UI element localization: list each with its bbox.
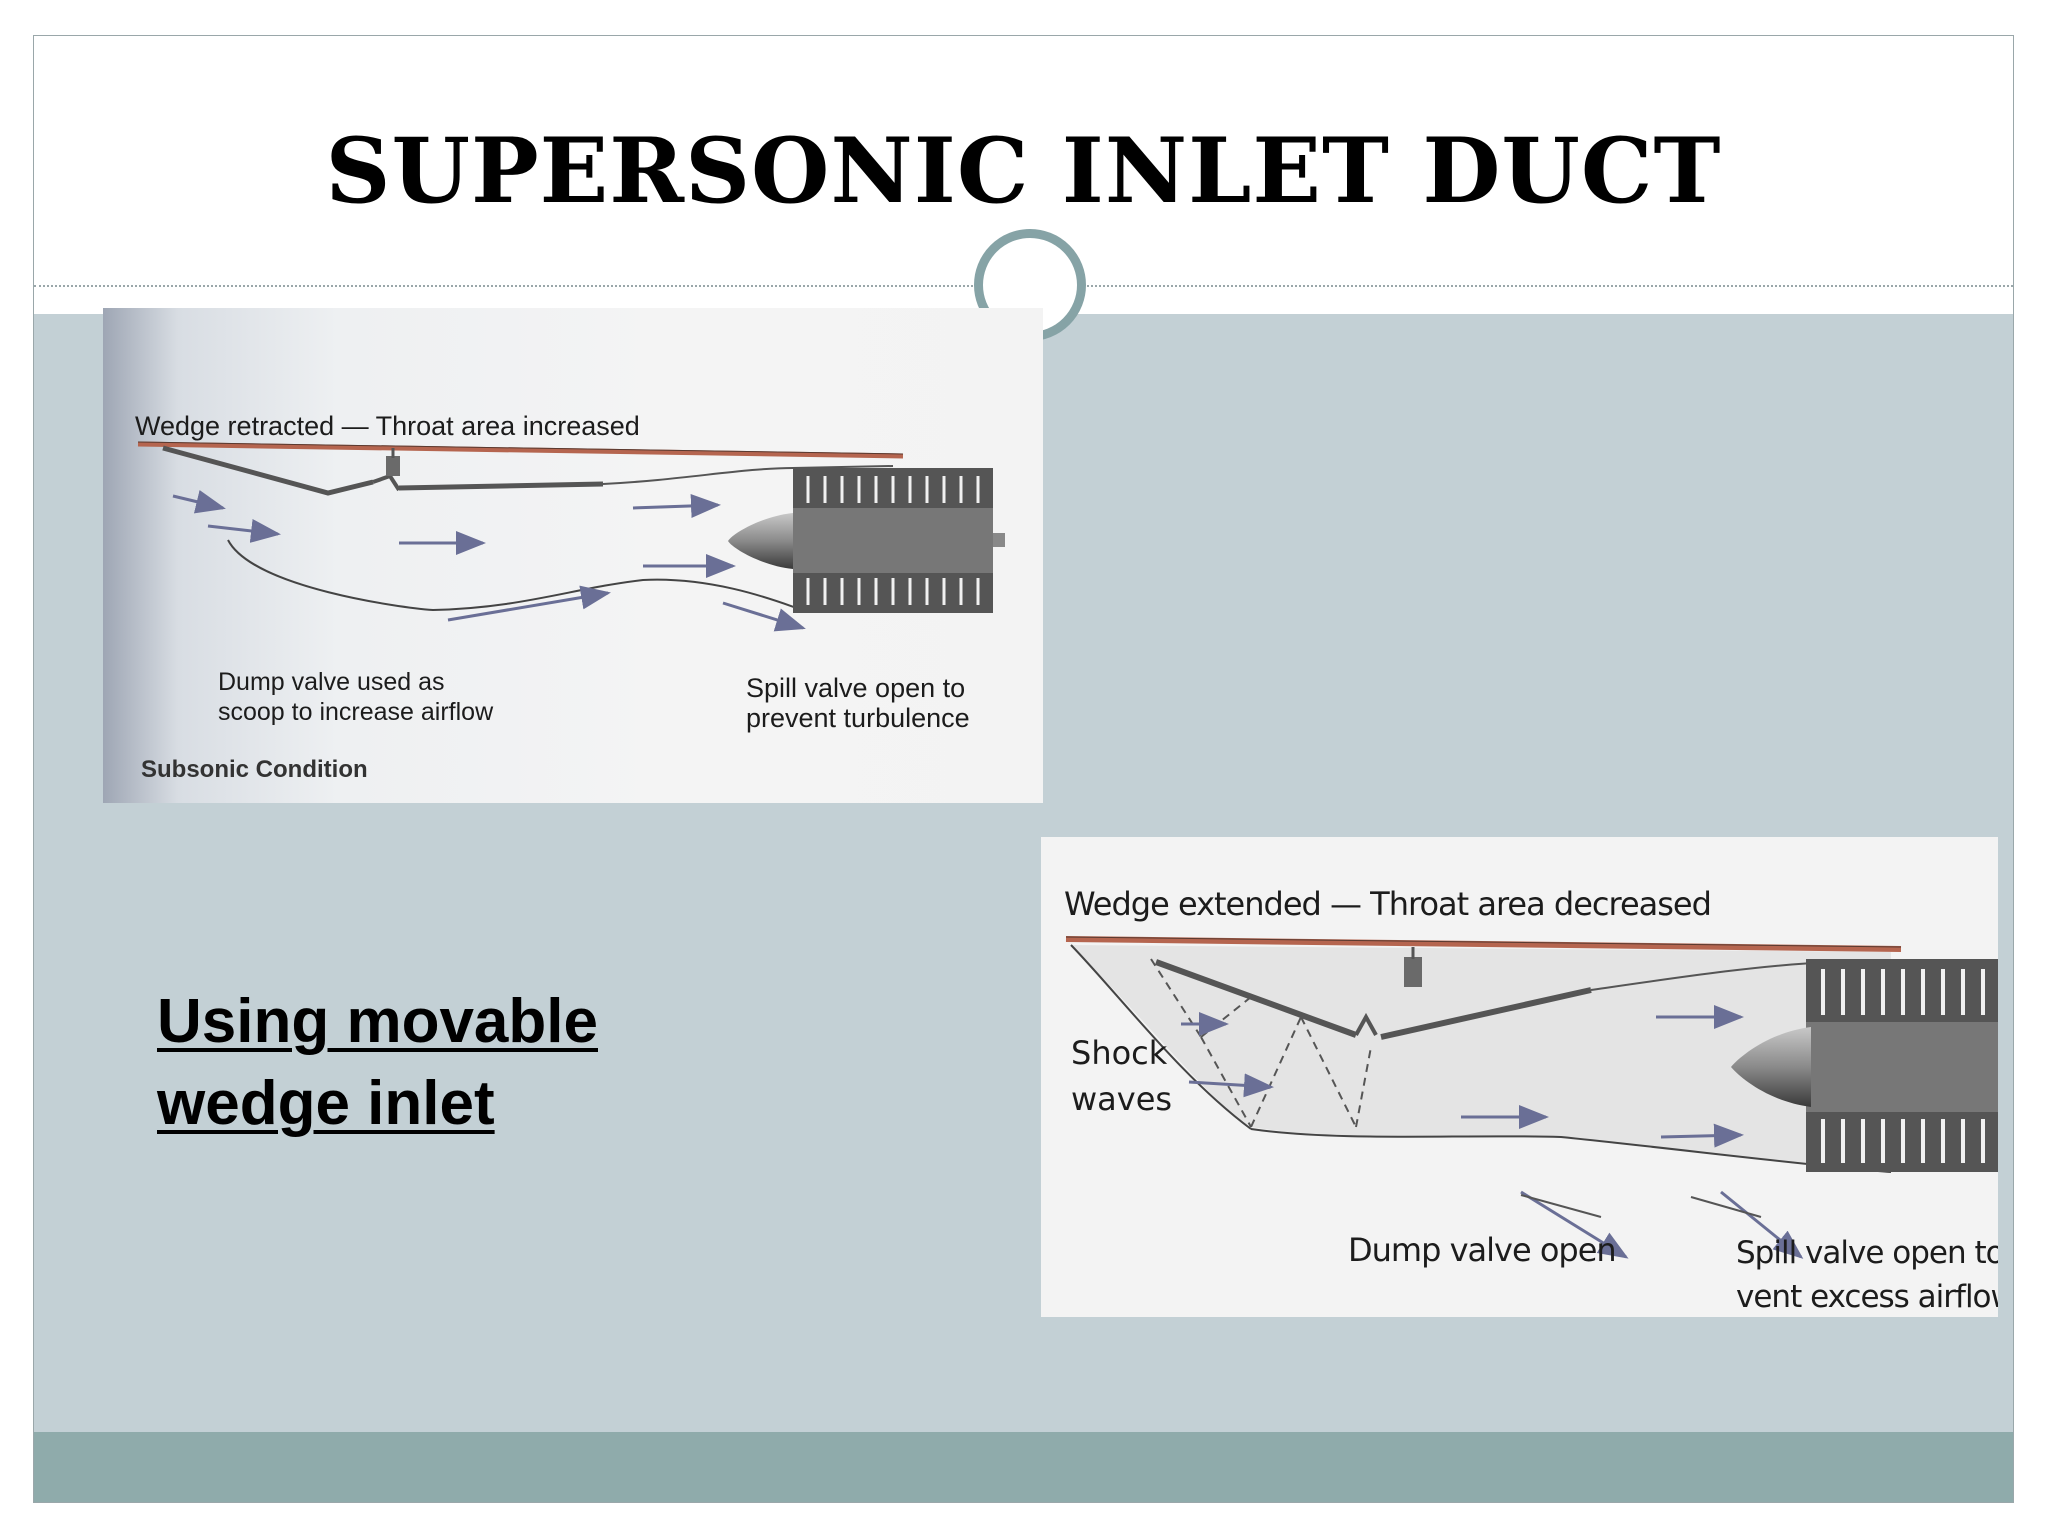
subsonic-dump-valve-label-line1: Dump valve used as	[218, 668, 445, 696]
subsonic-spill-valve-label-line2: prevent turbulence	[746, 703, 970, 733]
subtitle-line-1: Using movable	[157, 987, 598, 1056]
supersonic-spill-valve-label-line1: Spill valve open to	[1736, 1235, 1998, 1271]
shock-waves-label-line2: waves	[1071, 1080, 1173, 1118]
supersonic-header-label: Wedge extended — Throat area decreased	[1064, 885, 1712, 923]
supersonic-inlet-diagram: Wedge extended — Throat area decreased S…	[1041, 837, 1998, 1317]
supersonic-dump-valve-label: Dump valve open	[1348, 1231, 1617, 1269]
compressor-blades	[1821, 969, 1985, 1163]
compressor-blades	[806, 476, 980, 605]
supersonic-spill-valve-label-line2: vent excess airflow	[1736, 1279, 1998, 1315]
subtitle-line-2: wedge inlet	[157, 1069, 495, 1138]
subsonic-spill-valve-label-line1: Spill valve open to	[746, 673, 966, 703]
footer-band	[34, 1432, 2013, 1502]
wedge-ramp	[1154, 959, 1358, 1038]
subsonic-header-label: Wedge retracted — Throat area increased	[135, 411, 640, 441]
wedge-ramp	[162, 445, 374, 496]
flow-arrows	[172, 490, 806, 632]
subsonic-condition-label: Subsonic Condition	[141, 756, 368, 783]
duct-top-line	[1065, 936, 1902, 952]
supersonic-inlet-drawing	[1065, 936, 1998, 1259]
subsonic-inlet-drawing	[137, 441, 1005, 632]
shock-waves-label-line1: Shock	[1071, 1034, 1168, 1072]
slide-title: SUPERSONIC INLET DUCT	[325, 118, 1722, 224]
spinner-cone	[728, 513, 793, 569]
flow-arrows	[1181, 1005, 1804, 1259]
subsonic-dump-valve-label-line2: scoop to increase airflow	[218, 698, 494, 726]
spinner-cone	[1731, 1027, 1811, 1107]
slide: SUPERSONIC INLET DUCT	[33, 35, 2014, 1503]
subsonic-inlet-diagram: Wedge retracted — Throat area increased …	[103, 308, 1043, 803]
slide-subtitle: Using movable wedge inlet	[157, 981, 757, 1145]
duct-top-line	[137, 441, 904, 459]
